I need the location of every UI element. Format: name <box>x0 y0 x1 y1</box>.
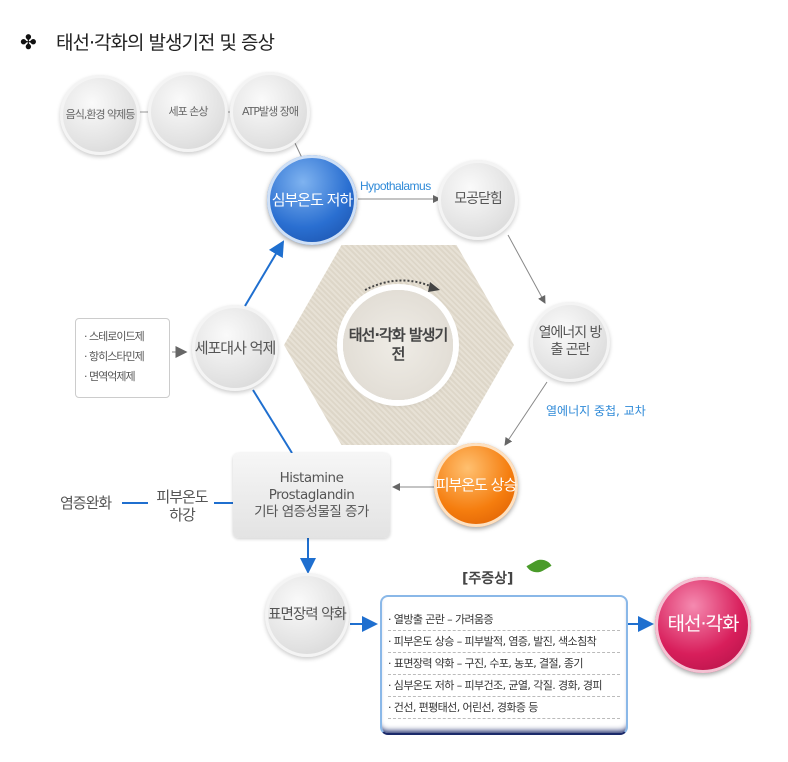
heat-overlap-label: 열에너지 중첩, 교차 <box>546 404 646 418</box>
drug-list: · 스테로이드제 · 항히스타민제 · 면역억제제 <box>75 318 170 398</box>
skin-down-label: 피부온도 하강 <box>156 488 208 524</box>
node-heat: 열에너지 방출 곤란 <box>530 302 610 382</box>
clover-icon: ✤ <box>20 30 37 54</box>
histamine-line: Prostaglandin <box>268 487 355 504</box>
symptom-item: · 건선, 편평태선, 어린선, 경화증 등 <box>388 697 620 719</box>
node-surface: 표면장력 약화 <box>265 573 349 657</box>
symptom-item: · 피부온도 상승 – 피부발적, 염증, 발진, 색소침착 <box>388 631 620 653</box>
node-histamine: Histamine Prostaglandin 기타 염증성물질 증가 <box>233 453 390 538</box>
drug-item: · 항히스타민제 <box>84 350 145 363</box>
symptoms-box: · 열방출 곤란 – 가려움증 · 피부온도 상승 – 피부발적, 염증, 발진… <box>380 595 628 735</box>
relief-label: 염증완화 <box>60 494 112 512</box>
node-metab: 세포대사 억제 <box>192 305 278 391</box>
rotate-arrow-icon <box>364 279 440 292</box>
symptoms-heading: [주증상] <box>462 571 514 587</box>
drug-item: · 스테로이드제 <box>84 330 145 343</box>
page-title: 태선·각화의 발생기전 및 증상 <box>56 32 275 54</box>
hypothalamus-label: Hypothalamus <box>360 179 431 193</box>
symptom-item: · 열방출 곤란 – 가려움증 <box>388 609 620 631</box>
node-food: 음식,환경 약제등 <box>60 75 140 155</box>
histamine-line: Histamine <box>279 470 344 487</box>
histamine-line: 기타 염증성물질 증가 <box>254 503 369 520</box>
symptom-item: · 심부온도 저하 – 피부건조, 균열, 각질. 경화, 경피 <box>388 675 620 697</box>
node-atp: ATP발생 장애 <box>230 72 310 152</box>
symptom-item: · 표면장력 약화 – 구진, 수포, 농포, 결절, 종기 <box>388 653 620 675</box>
node-pore: 모공닫힘 <box>438 160 518 240</box>
center-label: 태선·각화 발생기전 <box>343 290 453 400</box>
node-core-temp: 심부온도 저하 <box>267 155 357 245</box>
node-skin-up: 피부온도 상승 <box>434 443 518 527</box>
drug-item: · 면역억제제 <box>84 370 136 383</box>
node-cell-damage: 세포 손상 <box>148 72 228 152</box>
node-result: 태선·각화 <box>655 577 751 673</box>
